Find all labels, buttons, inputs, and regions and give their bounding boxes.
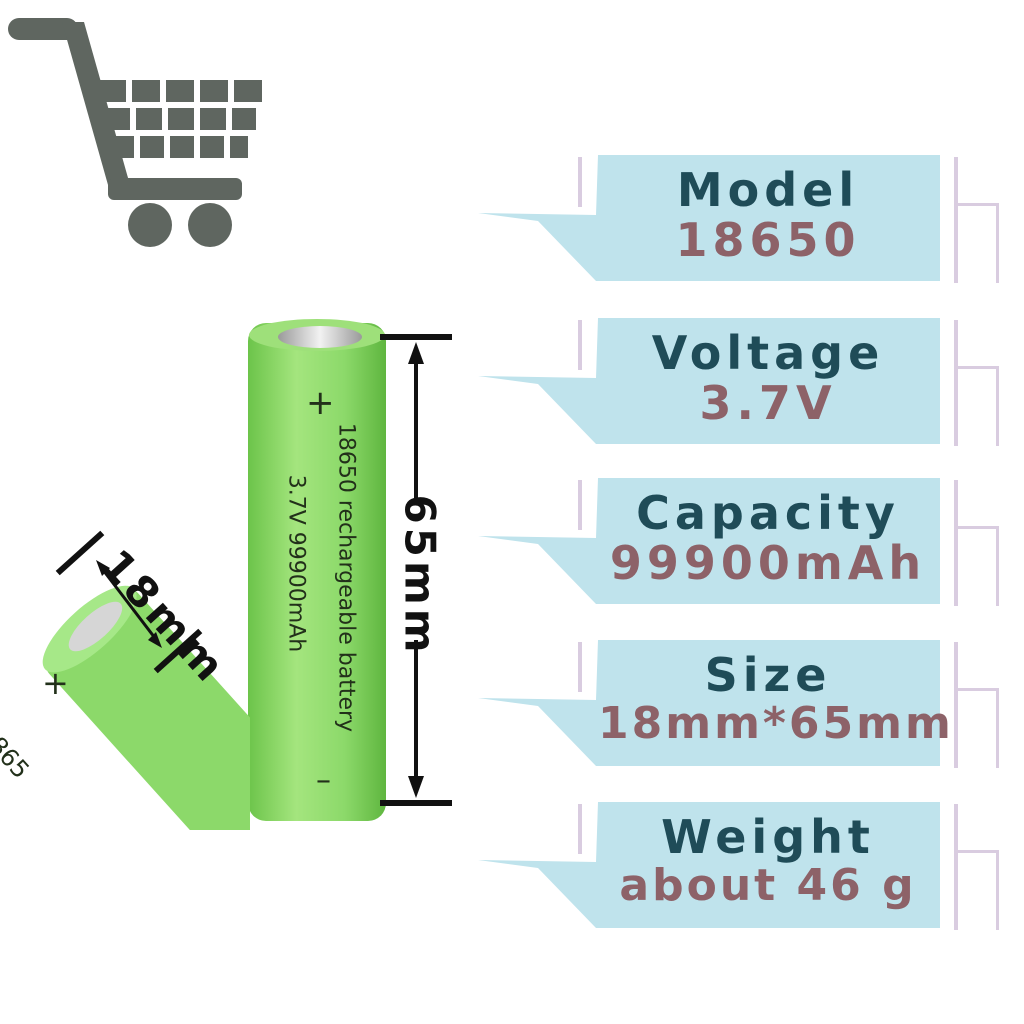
battery-plus: + xyxy=(306,383,335,423)
tag-shape xyxy=(478,318,999,446)
battery-text-line2: 3.7V 99900mAh xyxy=(283,474,309,653)
length-dimension xyxy=(380,334,452,806)
spec-value: about 46 g xyxy=(619,860,917,911)
battery-side-view xyxy=(42,530,250,830)
tag-shape xyxy=(478,478,999,606)
battery-text-line1: 18650 rechargeable battery xyxy=(333,422,359,733)
tag-shape xyxy=(478,802,999,930)
length-label: 65mm xyxy=(395,494,445,657)
spec-label: Size xyxy=(704,648,832,702)
tag-shape xyxy=(478,640,999,768)
small-battery-plus: + xyxy=(42,664,69,702)
spec-value: 3.7V xyxy=(699,376,837,430)
spec-label: Weight xyxy=(661,810,875,864)
spec-value: 18mm*65mm xyxy=(598,698,954,749)
spec-value: 99900mAh xyxy=(609,536,927,590)
battery-body xyxy=(248,319,386,821)
spec-label: Model xyxy=(676,163,860,217)
spec-label: Voltage xyxy=(651,326,885,380)
tag-shape xyxy=(478,155,999,283)
shopping-cart-icon xyxy=(8,18,262,247)
spec-size: Size 18mm*65mm xyxy=(478,640,1024,770)
spec-voltage: Voltage 3.7V xyxy=(478,318,1024,448)
spec-value: 18650 xyxy=(675,213,861,267)
spec-weight: Weight about 46 g xyxy=(478,802,1024,932)
battery-minus: – xyxy=(316,763,331,798)
spec-capacity: Capacity 99900mAh xyxy=(478,478,1024,608)
spec-model: Model 18650 xyxy=(478,155,1024,285)
battery-18650: + – 18650 rechargeable battery 3.7V 9990… xyxy=(240,315,390,825)
spec-label: Capacity xyxy=(636,486,900,540)
